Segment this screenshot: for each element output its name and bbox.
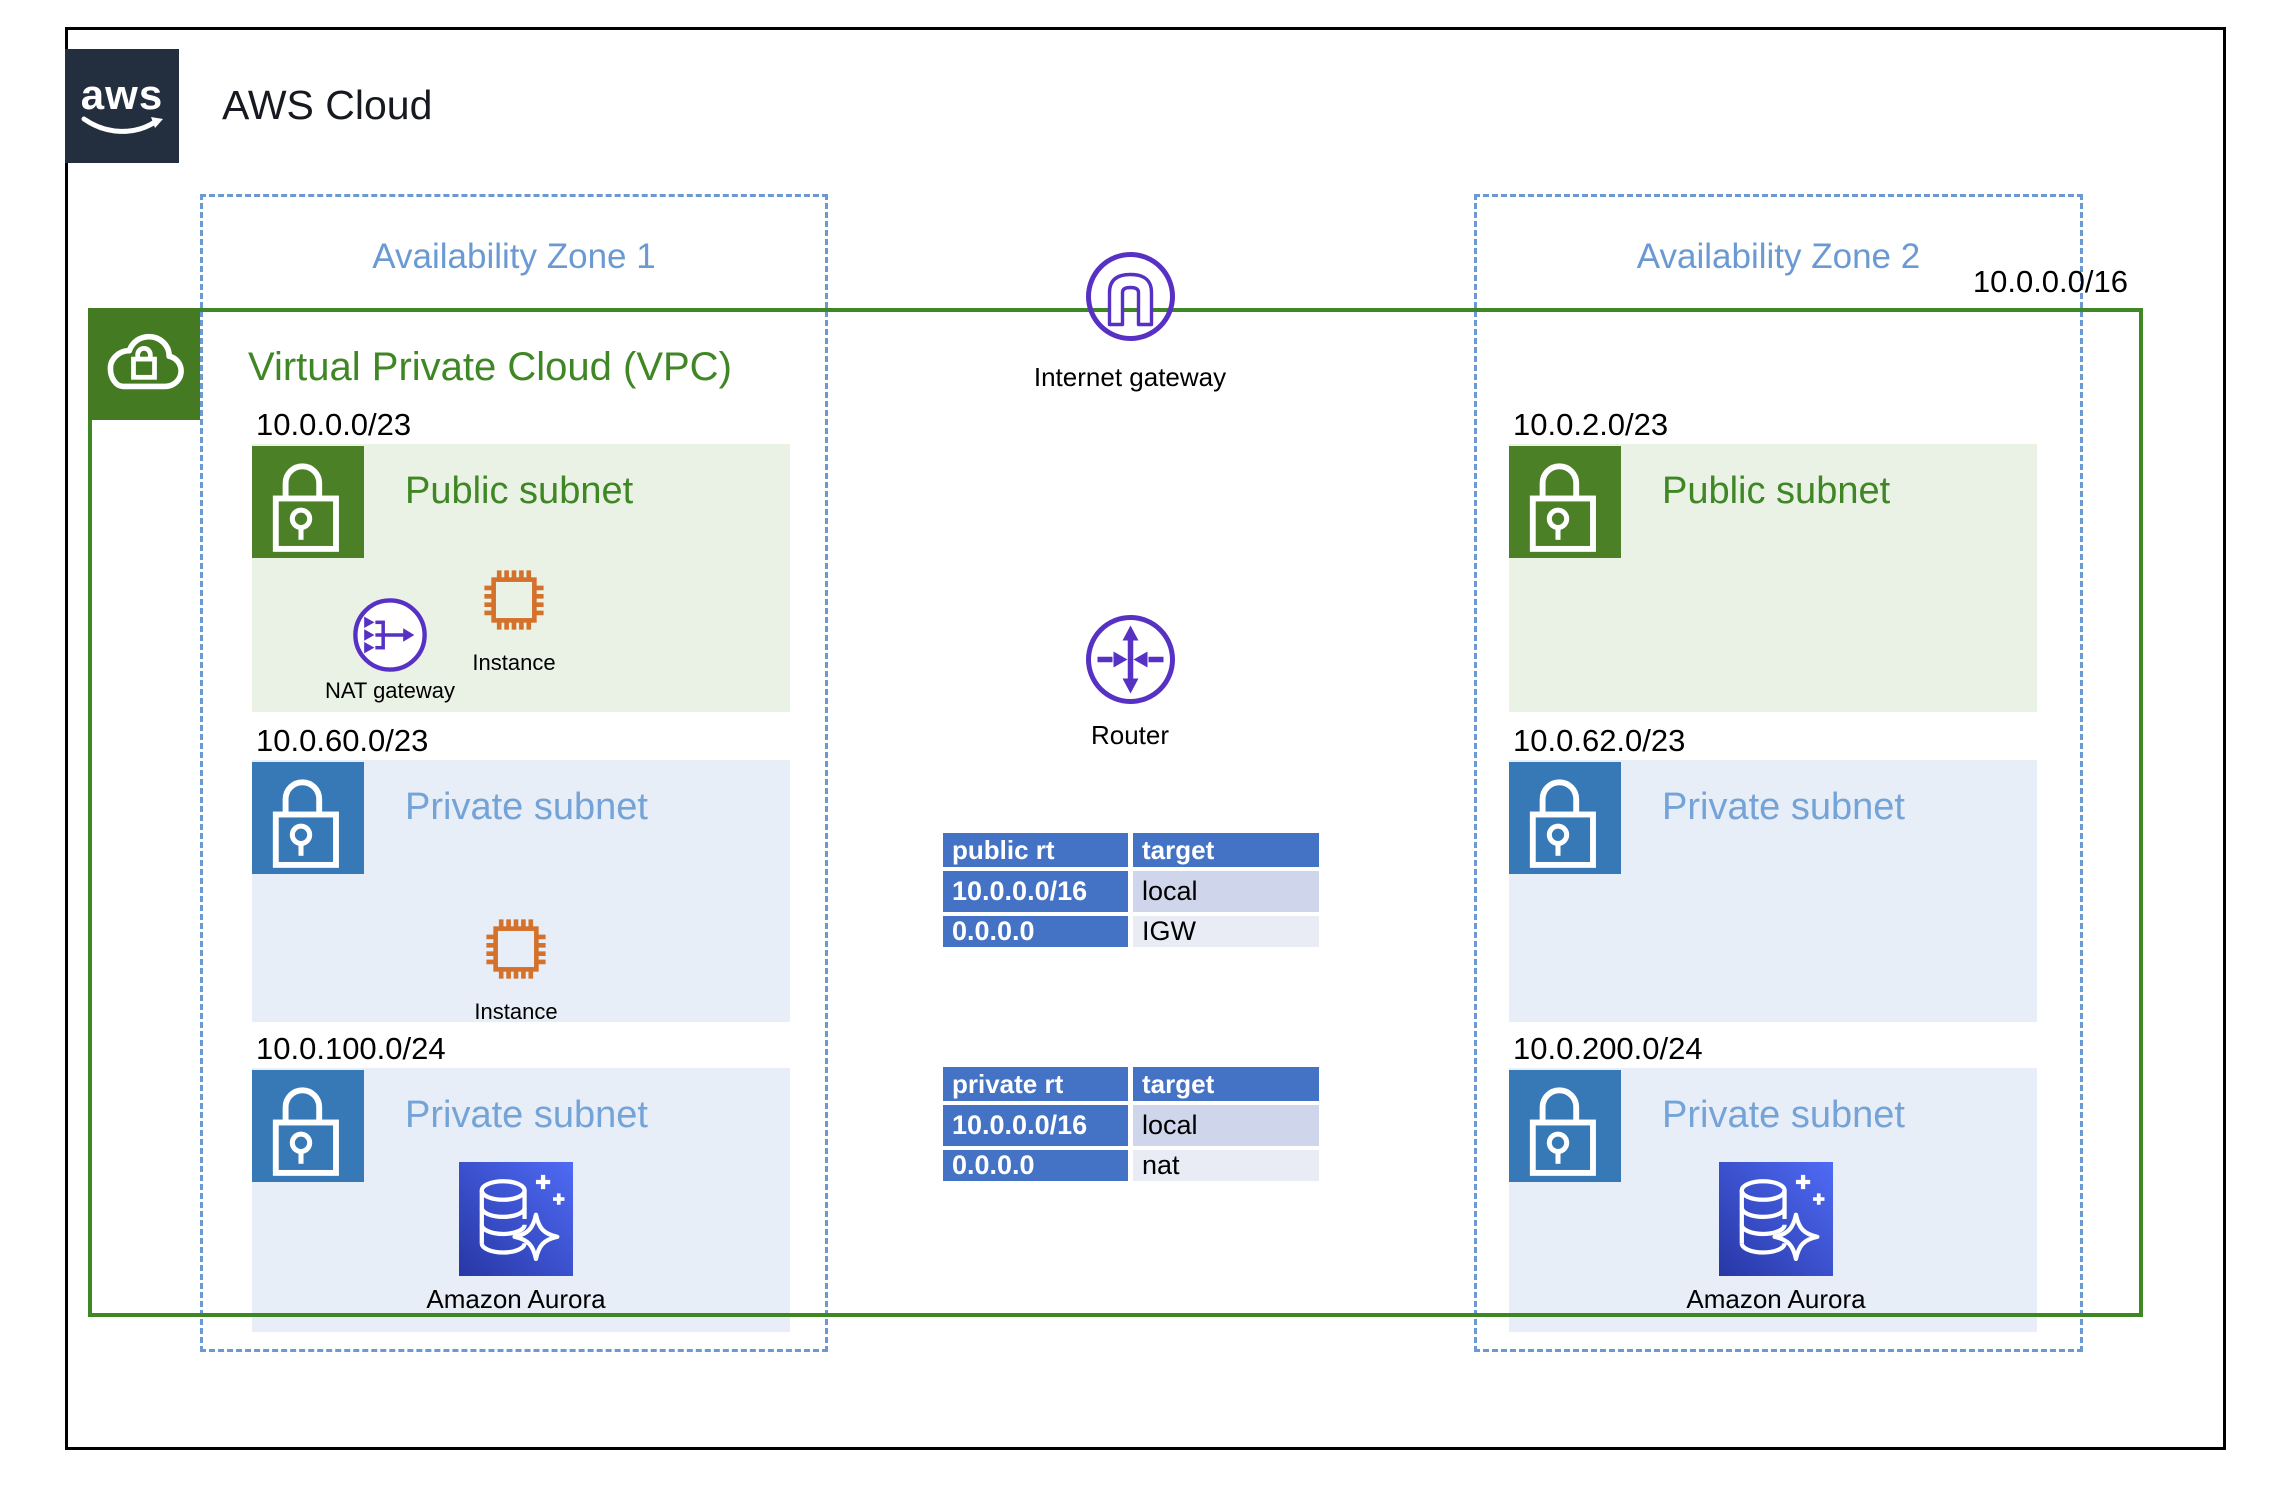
subnet-cidr: 10.0.200.0/24 — [1513, 1031, 1703, 1066]
az1-label: Availability Zone 1 — [372, 237, 656, 276]
instance-label: Instance — [472, 650, 556, 675]
amazon-aurora-icon — [459, 1162, 573, 1276]
subnet-cidr: 10.0.100.0/24 — [256, 1031, 446, 1066]
route-table-private: private rt target 10.0.0.0/16 local 0.0.… — [943, 1067, 1319, 1181]
route-table-public: public rt target 10.0.0.0/16 local 0.0.0… — [943, 833, 1319, 947]
diagram-title: AWS Cloud — [222, 82, 433, 128]
subnet-az1-private-2: 10.0.100.0/24 Private subnet — [252, 1031, 790, 1332]
route-dest: 0.0.0.0 — [943, 1150, 1128, 1181]
subnet-cidr: 10.0.62.0/23 — [1513, 723, 1686, 758]
aurora-label: Amazon Aurora — [1686, 1284, 1866, 1314]
private-subnet-lock-icon — [1509, 762, 1621, 874]
subnet-title: Public subnet — [405, 470, 634, 512]
subnet-title: Public subnet — [1662, 470, 1891, 512]
public-subnet-lock-icon — [252, 446, 364, 558]
route-target: nat — [1133, 1150, 1319, 1181]
az2-label: Availability Zone 2 — [1636, 237, 1921, 276]
instance-label: Instance — [474, 999, 558, 1024]
subnet-cidr: 10.0.0.0/23 — [256, 407, 412, 442]
aws-logo-text: aws — [80, 71, 164, 118]
subnet-title: Private subnet — [1662, 786, 1905, 828]
route-table-target-header: target — [1133, 833, 1319, 867]
vpc-label: Virtual Private Cloud (VPC) — [248, 345, 732, 389]
instance-icon — [484, 570, 544, 630]
internet-gateway: Internet gateway — [1000, 250, 1260, 393]
availability-zone-2: Availability Zone 2 — [1474, 194, 2083, 1352]
subnet-cidr: 10.0.2.0/23 — [1513, 407, 1669, 442]
route-table-name-header: public rt — [943, 833, 1128, 867]
amazon-aurora-icon — [1719, 1162, 1833, 1276]
route-dest: 10.0.0.0/16 — [943, 1105, 1128, 1146]
nat-gateway-label: NAT gateway — [324, 678, 456, 703]
route-dest: 0.0.0.0 — [943, 916, 1128, 947]
route-dest: 10.0.0.0/16 — [943, 871, 1128, 912]
router: Router — [1000, 613, 1260, 751]
subnet-az2-private-1: 10.0.62.0/23 Private subnet — [1509, 723, 2037, 1022]
subnet-title: Private subnet — [1662, 1094, 1905, 1136]
instance-az1-public: Instance — [414, 563, 614, 676]
aurora-az2: Amazon Aurora — [1676, 1162, 1876, 1315]
subnet-cidr: 10.0.60.0/23 — [256, 723, 429, 758]
route-table-name-header: private rt — [943, 1067, 1128, 1101]
instance-az1-private: Instance — [416, 912, 616, 1025]
public-subnet-lock-icon — [1509, 446, 1621, 558]
route-target: IGW — [1133, 916, 1319, 947]
route-target: local — [1133, 1105, 1319, 1146]
vpc-cloud-lock-icon — [107, 333, 184, 390]
subnet-az1-public: 10.0.0.0/23 Public subnet — [252, 407, 790, 712]
aurora-az1: Amazon Aurora — [416, 1162, 616, 1315]
private-subnet-lock-icon — [252, 1070, 364, 1182]
route-target: local — [1133, 871, 1319, 912]
subnet-title: Private subnet — [405, 786, 648, 828]
aws-cloud-container — [65, 27, 2226, 1450]
nat-gateway-icon — [353, 598, 427, 672]
nat-gateway: NAT gateway — [290, 596, 490, 704]
aurora-label: Amazon Aurora — [426, 1284, 606, 1314]
vpc-cidr: 10.0.0.0/16 — [1972, 264, 2128, 299]
aws-smile-icon — [81, 116, 163, 134]
subnet-az1-private-1: 10.0.60.0/23 Private subnet Instance — [252, 723, 790, 1025]
internet-gateway-label: Internet gateway — [1033, 362, 1227, 392]
private-subnet-lock-icon — [252, 762, 364, 874]
instance-icon — [486, 919, 546, 979]
router-label: Router — [1090, 720, 1170, 750]
private-subnet-lock-icon — [1509, 1070, 1621, 1182]
vpc-icon — [88, 308, 200, 420]
subnet-az2-public: 10.0.2.0/23 Public subnet — [1509, 407, 2037, 712]
availability-zone-1: Availability Zone 1 — [200, 194, 828, 1352]
route-table-target-header: target — [1133, 1067, 1319, 1101]
router-icon — [1085, 615, 1175, 704]
internet-gateway-icon — [1085, 252, 1175, 341]
subnet-title: Private subnet — [405, 1094, 648, 1136]
subnet-az2-private-2: 10.0.200.0/24 Private subnet — [1509, 1031, 2037, 1332]
aws-logo: aws — [65, 49, 179, 163]
